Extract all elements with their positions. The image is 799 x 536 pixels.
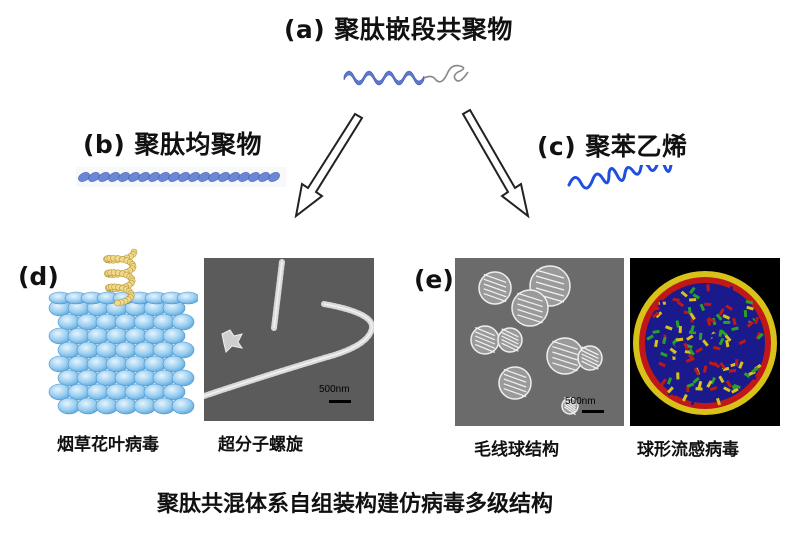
influenza-caption: 球形流感病毒 xyxy=(637,435,739,460)
panel-b-title: (b) 聚肽均聚物 xyxy=(83,125,262,161)
scale-bar-label: 500nm xyxy=(319,384,350,395)
arrows xyxy=(280,100,540,230)
arrow-down-right-icon xyxy=(463,110,528,216)
supramolecular-helix-caption: 超分子螺旋 xyxy=(218,430,303,455)
polystyrene-chain-icon xyxy=(565,165,695,195)
tobacco-mosaic-virus-illustration xyxy=(48,246,198,426)
arrow-down-left-icon xyxy=(296,114,362,216)
supramolecular-helix-sem-image: 500nm xyxy=(204,258,374,421)
tmv-caption: 烟草花叶病毒 xyxy=(57,430,159,455)
influenza-virus-image xyxy=(630,258,780,426)
yarn-ball-sem-image: 500nm xyxy=(455,258,624,426)
panel-c-title: (c) 聚苯乙烯 xyxy=(537,127,687,163)
scale-bar xyxy=(582,410,604,413)
panel-e-letter: (e) xyxy=(414,265,454,294)
scale-bar-label: 500nm xyxy=(565,396,596,407)
homopolymer-helix-icon xyxy=(76,167,286,187)
block-copolymer-helix-icon xyxy=(340,56,480,92)
panel-a-title: (a) 聚肽嵌段共聚物 xyxy=(284,10,513,46)
figure-summary-title: 聚肽共混体系自组装构建仿病毒多级结构 xyxy=(157,486,553,518)
yarn-ball-caption: 毛线球结构 xyxy=(474,435,559,460)
scale-bar xyxy=(329,400,351,403)
